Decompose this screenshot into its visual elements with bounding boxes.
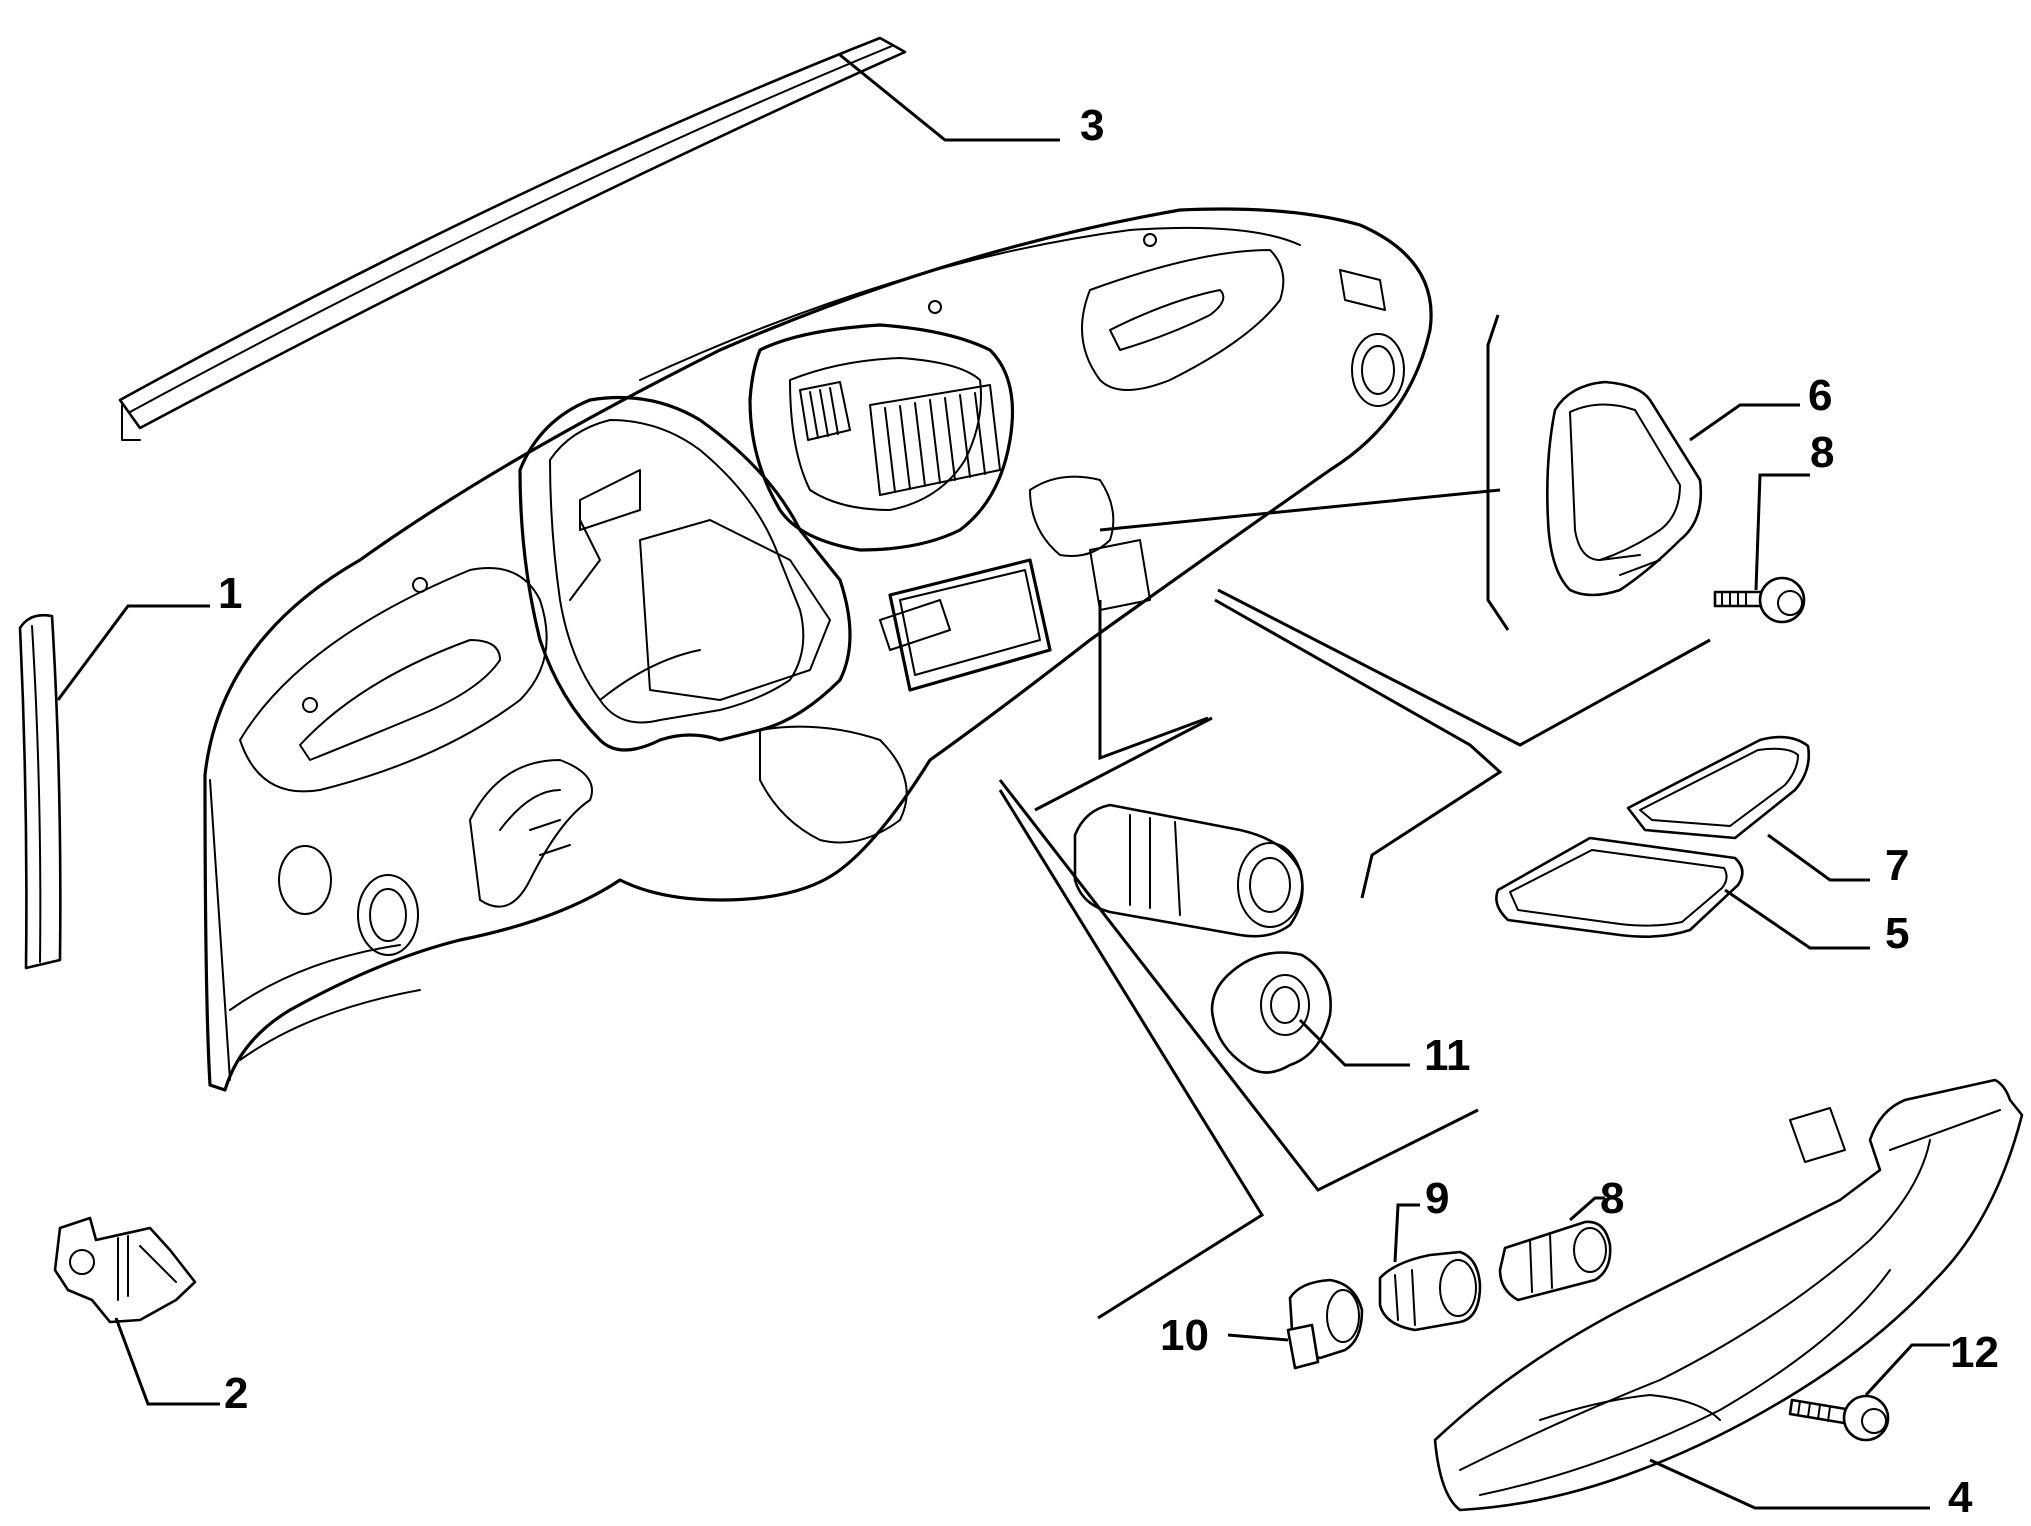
leader-7 bbox=[1767, 833, 1870, 882]
callout-6: 6 bbox=[1808, 371, 1832, 420]
leader-3 bbox=[839, 53, 1060, 142]
part-4-glove-box bbox=[1433, 1078, 2024, 1512]
part-9-socket-insert bbox=[1498, 1220, 1612, 1302]
part-7-gasket bbox=[1626, 735, 1810, 840]
callout-4: 4 bbox=[1948, 1473, 1973, 1522]
callout-12: 11 bbox=[1424, 1031, 1471, 1080]
part-10-socket-body bbox=[1378, 1250, 1482, 1332]
leader-6-assembly bbox=[1099, 314, 1510, 631]
callout-10: 9 bbox=[1425, 1174, 1449, 1223]
part-1-side-seal bbox=[18, 613, 62, 970]
leader-10 bbox=[1393, 1203, 1420, 1263]
callout-9: 8 bbox=[1600, 1174, 1624, 1223]
leader-4 bbox=[1649, 1458, 1930, 1510]
callout-2: 2 bbox=[224, 1369, 248, 1418]
part-11-socket-ring bbox=[1286, 1278, 1364, 1370]
part-5-gasket bbox=[1495, 836, 1744, 938]
leader-5 bbox=[1724, 888, 1870, 950]
dashboard-assembly bbox=[203, 207, 1433, 1092]
part-3-dash-top-trim bbox=[118, 36, 907, 441]
leader-12 bbox=[1298, 1018, 1410, 1067]
callout-8b: 12 bbox=[1950, 1328, 1999, 1377]
leader-9 bbox=[1569, 1196, 1605, 1222]
callout-3: 3 bbox=[1080, 101, 1104, 150]
callout-1: 1 bbox=[218, 569, 242, 618]
callout-7: 7 bbox=[1885, 841, 1909, 890]
leader-gasket-assembly bbox=[1214, 588, 1711, 899]
part-12-power-socket bbox=[1073, 803, 1332, 1074]
leader-2 bbox=[114, 1317, 220, 1406]
leader-6 bbox=[1689, 403, 1800, 442]
leader-11 bbox=[1227, 1333, 1289, 1342]
leader-12-assembly bbox=[1034, 600, 1213, 812]
leader-sockets-assembly bbox=[998, 779, 1479, 1320]
part-6-storage-pocket bbox=[1546, 380, 1703, 597]
part-2-clip bbox=[53, 1216, 197, 1324]
callout-8a: 8 bbox=[1810, 428, 1834, 477]
callout-11: 10 bbox=[1160, 1311, 1209, 1360]
part-8-screw-upper bbox=[1713, 576, 1806, 624]
part-8-screw-lower bbox=[1788, 1394, 1890, 1442]
callout-5: 5 bbox=[1885, 909, 1909, 958]
leader-8b bbox=[1864, 1343, 1950, 1397]
leader-8a bbox=[1754, 473, 1810, 591]
centre-vent-grille bbox=[799, 381, 1001, 496]
leader-1 bbox=[56, 604, 210, 701]
